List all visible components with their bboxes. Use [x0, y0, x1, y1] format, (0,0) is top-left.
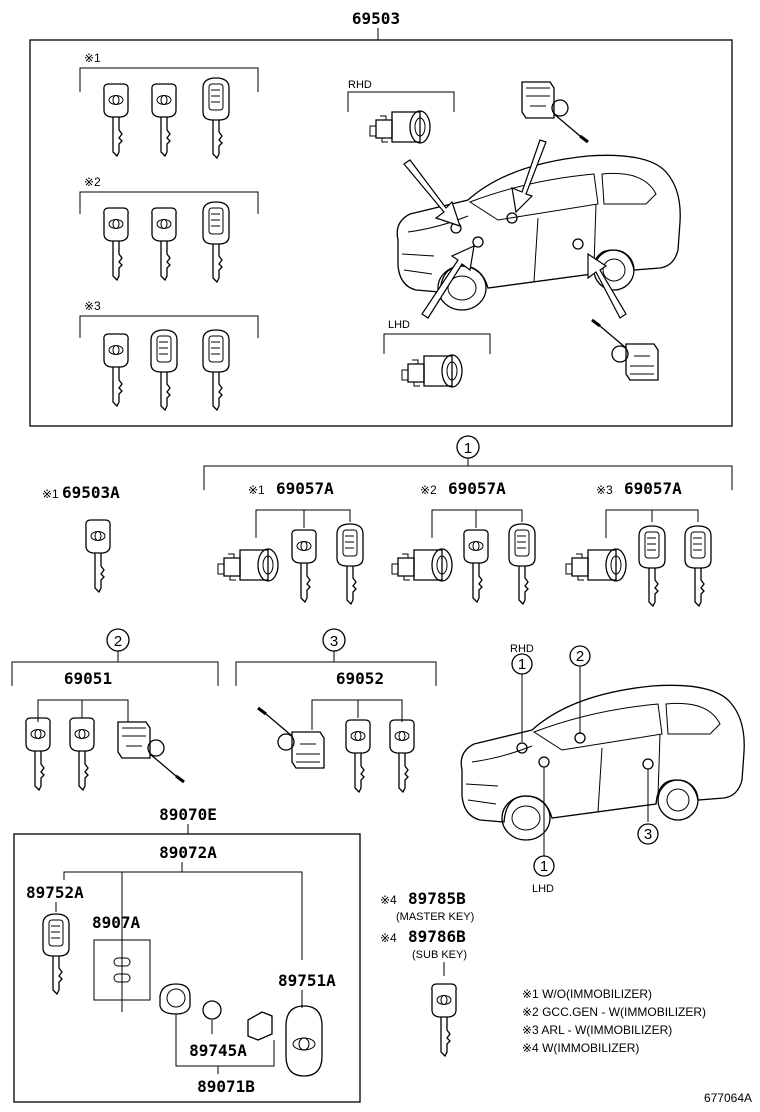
callout-1-number: 1	[518, 656, 526, 673]
lhd-label-top: LHD	[388, 319, 410, 331]
rhd-label-top: RHD	[348, 79, 372, 91]
lock-cylinder-icon	[565, 548, 627, 582]
remote-key-icon	[336, 523, 364, 605]
callout-2-number: 2	[576, 648, 584, 665]
part-89070E-label: 89070E	[159, 805, 217, 824]
legend-item-2: ※2 GCC.GEN - W(IMMOBILIZER)	[522, 1005, 706, 1019]
remote-key-icon	[508, 523, 536, 605]
kit-1-number: 69057A	[276, 479, 334, 498]
car-illustration	[460, 684, 745, 841]
key-icon	[151, 83, 177, 157]
master-key-marker: ※4	[380, 893, 397, 907]
kit-2-number: 69057A	[448, 479, 506, 498]
key-icon	[463, 529, 489, 603]
callout-1-number: 1	[464, 440, 472, 457]
transmitter-housing-icon	[159, 983, 191, 1015]
part-8907A-label: 8907A	[92, 913, 141, 932]
kit-3-number: 69057A	[624, 479, 682, 498]
remote-key-icon	[638, 525, 666, 607]
remote-case-icon	[285, 1005, 323, 1077]
part-89786B-label: 89786B	[408, 927, 466, 946]
key-icon	[345, 719, 371, 793]
remote-key-icon	[202, 329, 230, 411]
part-69051-label: 69051	[64, 669, 112, 688]
rhd-label-car: RHD	[510, 643, 534, 655]
callout-1-number: 1	[540, 858, 548, 875]
door-lock-cylinder-icon	[116, 720, 186, 784]
key-icon	[85, 519, 111, 593]
legend-item-4: ※4 W(IMMOBILIZER)	[522, 1041, 639, 1055]
part-89751A-label: 89751A	[278, 971, 336, 990]
key-icon	[103, 207, 129, 281]
door-lock-cylinder-icon	[256, 706, 326, 770]
back-door-lock-icon	[520, 80, 590, 144]
key-icon	[291, 529, 317, 603]
set-1-marker: ※1	[84, 51, 101, 65]
arrow-icon	[421, 244, 475, 319]
callout-3-number: 3	[644, 826, 652, 843]
arrow-icon	[587, 252, 627, 319]
callout-3-number: 3	[330, 633, 338, 650]
part-89785B-label: 89785B	[408, 889, 466, 908]
cover-plate-icon	[247, 1011, 273, 1041]
remote-key-icon	[684, 525, 712, 607]
part-69503A-marker: ※1	[42, 487, 59, 501]
lock-cylinder-icon	[369, 110, 431, 144]
part-89072A-label: 89072A	[159, 843, 217, 862]
lhd-label-car: LHD	[532, 883, 554, 895]
key-icon	[389, 719, 415, 793]
assembly-89070E-frame	[13, 833, 361, 1103]
switch-pad-icon	[93, 939, 151, 1001]
arrow-icon	[511, 139, 547, 214]
part-89071B-label: 89071B	[197, 1077, 255, 1096]
lock-cylinder-icon	[401, 354, 463, 388]
kit-3-marker: ※3	[596, 483, 613, 497]
remote-key-icon	[202, 77, 230, 159]
key-icon	[151, 207, 177, 281]
remote-key-icon	[150, 329, 178, 411]
kit-1-marker: ※1	[248, 483, 265, 497]
sub-key-note: (SUB KEY)	[412, 949, 467, 961]
callout-2-number: 2	[114, 633, 122, 650]
sub-key-marker: ※4	[380, 931, 397, 945]
callout-1-circle	[533, 855, 555, 877]
part-89752A-label: 89752A	[26, 883, 84, 902]
key-icon	[103, 333, 129, 407]
master-key-note: (MASTER KEY)	[396, 911, 474, 923]
lock-cylinder-icon	[391, 548, 453, 582]
key-icon	[431, 983, 457, 1057]
legend-item-1: ※1 W/O(IMMOBILIZER)	[522, 987, 652, 1001]
battery-icon	[202, 1000, 222, 1020]
remote-key-icon	[42, 913, 70, 995]
arrow-icon	[403, 159, 461, 227]
part-69052-label: 69052	[336, 669, 384, 688]
part-69503-label: 69503	[352, 9, 400, 28]
remote-key-icon	[202, 201, 230, 283]
key-icon	[69, 717, 95, 791]
key-icon	[103, 83, 129, 157]
lock-cylinder-icon	[217, 548, 279, 582]
callout-3-circle	[637, 823, 659, 845]
part-69503A-label: 69503A	[62, 483, 120, 502]
legend-item-3: ※3 ARL - W(IMMOBILIZER)	[522, 1023, 672, 1037]
part-89745A-label: 89745A	[189, 1041, 247, 1060]
assembly-69503-frame	[29, 39, 733, 427]
figure-id: 677064A	[704, 1091, 752, 1105]
door-lock-cylinder-icon	[590, 318, 660, 382]
key-icon	[25, 717, 51, 791]
set-3-marker: ※3	[84, 299, 101, 313]
kit-2-marker: ※2	[420, 483, 437, 497]
set-2-marker: ※2	[84, 175, 101, 189]
